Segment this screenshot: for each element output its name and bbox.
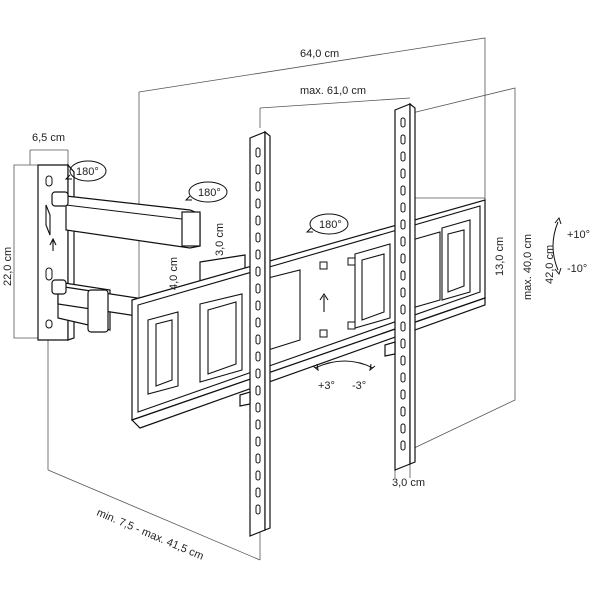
level-plus-label: +3° <box>318 380 335 392</box>
rail-slot <box>400 236 406 247</box>
rail-slot <box>400 202 406 213</box>
rail-slot <box>400 287 406 298</box>
dim-bracket-height: 13,0 cm <box>494 237 506 276</box>
rail-slot <box>255 419 261 430</box>
rail-slot <box>255 385 261 396</box>
rotation-label-arm: 180° <box>198 187 221 199</box>
rail-slot <box>255 181 261 192</box>
rail-slot <box>255 368 261 379</box>
rail-slot <box>255 198 261 209</box>
dim-wall-plate-height: 22,0 cm <box>2 247 14 286</box>
rail-slot <box>400 372 406 383</box>
tilt-up-label: +10° <box>567 229 590 241</box>
rail-slot <box>255 436 261 447</box>
rail-slot <box>255 351 261 362</box>
rail-slot <box>255 402 261 413</box>
rail-slot <box>400 270 406 281</box>
dim-arm-height: 4,0 cm <box>168 257 180 290</box>
level-arrows: +3° -3° <box>312 360 376 392</box>
rail-slot <box>400 168 406 179</box>
rotation-arrow-wall: 180° <box>64 160 107 182</box>
rail-slot <box>400 134 406 145</box>
rail-slot <box>400 389 406 400</box>
rotation-arrow-head: 180° <box>305 213 349 235</box>
rotation-arrow-arm: 180° <box>184 181 228 203</box>
rail-slot <box>400 355 406 366</box>
rail-slot <box>255 334 261 345</box>
dim-wall-plate-depth: 6,5 cm <box>32 132 65 144</box>
rail-slot <box>255 249 261 260</box>
rail-slot <box>255 232 261 243</box>
rail-slot <box>400 321 406 332</box>
rail-slot <box>400 253 406 264</box>
rail-slot <box>255 470 261 481</box>
rail-slot <box>400 185 406 196</box>
rotation-label-wall: 180° <box>76 166 99 178</box>
rail-slot <box>400 219 406 230</box>
rail-slot <box>400 304 406 315</box>
dim-max-vesa-height: max. 40,0 cm <box>522 234 534 300</box>
vertical-rail-right <box>384 102 416 471</box>
tilt-down-label: -10° <box>567 263 587 275</box>
rail-slot <box>255 317 261 328</box>
rail-slot <box>255 266 261 277</box>
level-minus-label: -3° <box>352 380 366 392</box>
rail-slot <box>255 215 261 226</box>
dim-total-height: 42,0 cm <box>544 245 556 284</box>
rail-slot <box>400 151 406 162</box>
rotation-label-head: 180° <box>319 219 342 231</box>
dim-arm-thickness: 3,0 cm <box>214 223 226 256</box>
rail-slot <box>255 283 261 294</box>
rail-slot <box>255 147 261 158</box>
rail-slot <box>400 117 406 128</box>
rail-slot <box>255 300 261 311</box>
rail-slot <box>255 453 261 464</box>
rail-slot <box>255 504 261 515</box>
vertical-rail-left <box>239 130 271 537</box>
rail-slot <box>255 487 261 498</box>
tilt-arrows: +10° -10° <box>552 216 590 276</box>
rail-holes <box>255 117 406 515</box>
dim-wall-distance: min. 7,5 - max. 41,5 cm <box>95 507 205 563</box>
dim-rail-width: 3,0 cm <box>392 477 425 489</box>
rail-slot <box>400 440 406 451</box>
rail-slot <box>400 406 406 417</box>
rail-slot <box>255 164 261 175</box>
rail-slot <box>400 423 406 434</box>
rail-slot <box>400 338 406 349</box>
dim-max-width: max. 61,0 cm <box>300 85 366 97</box>
dim-total-width: 64,0 cm <box>300 48 339 60</box>
